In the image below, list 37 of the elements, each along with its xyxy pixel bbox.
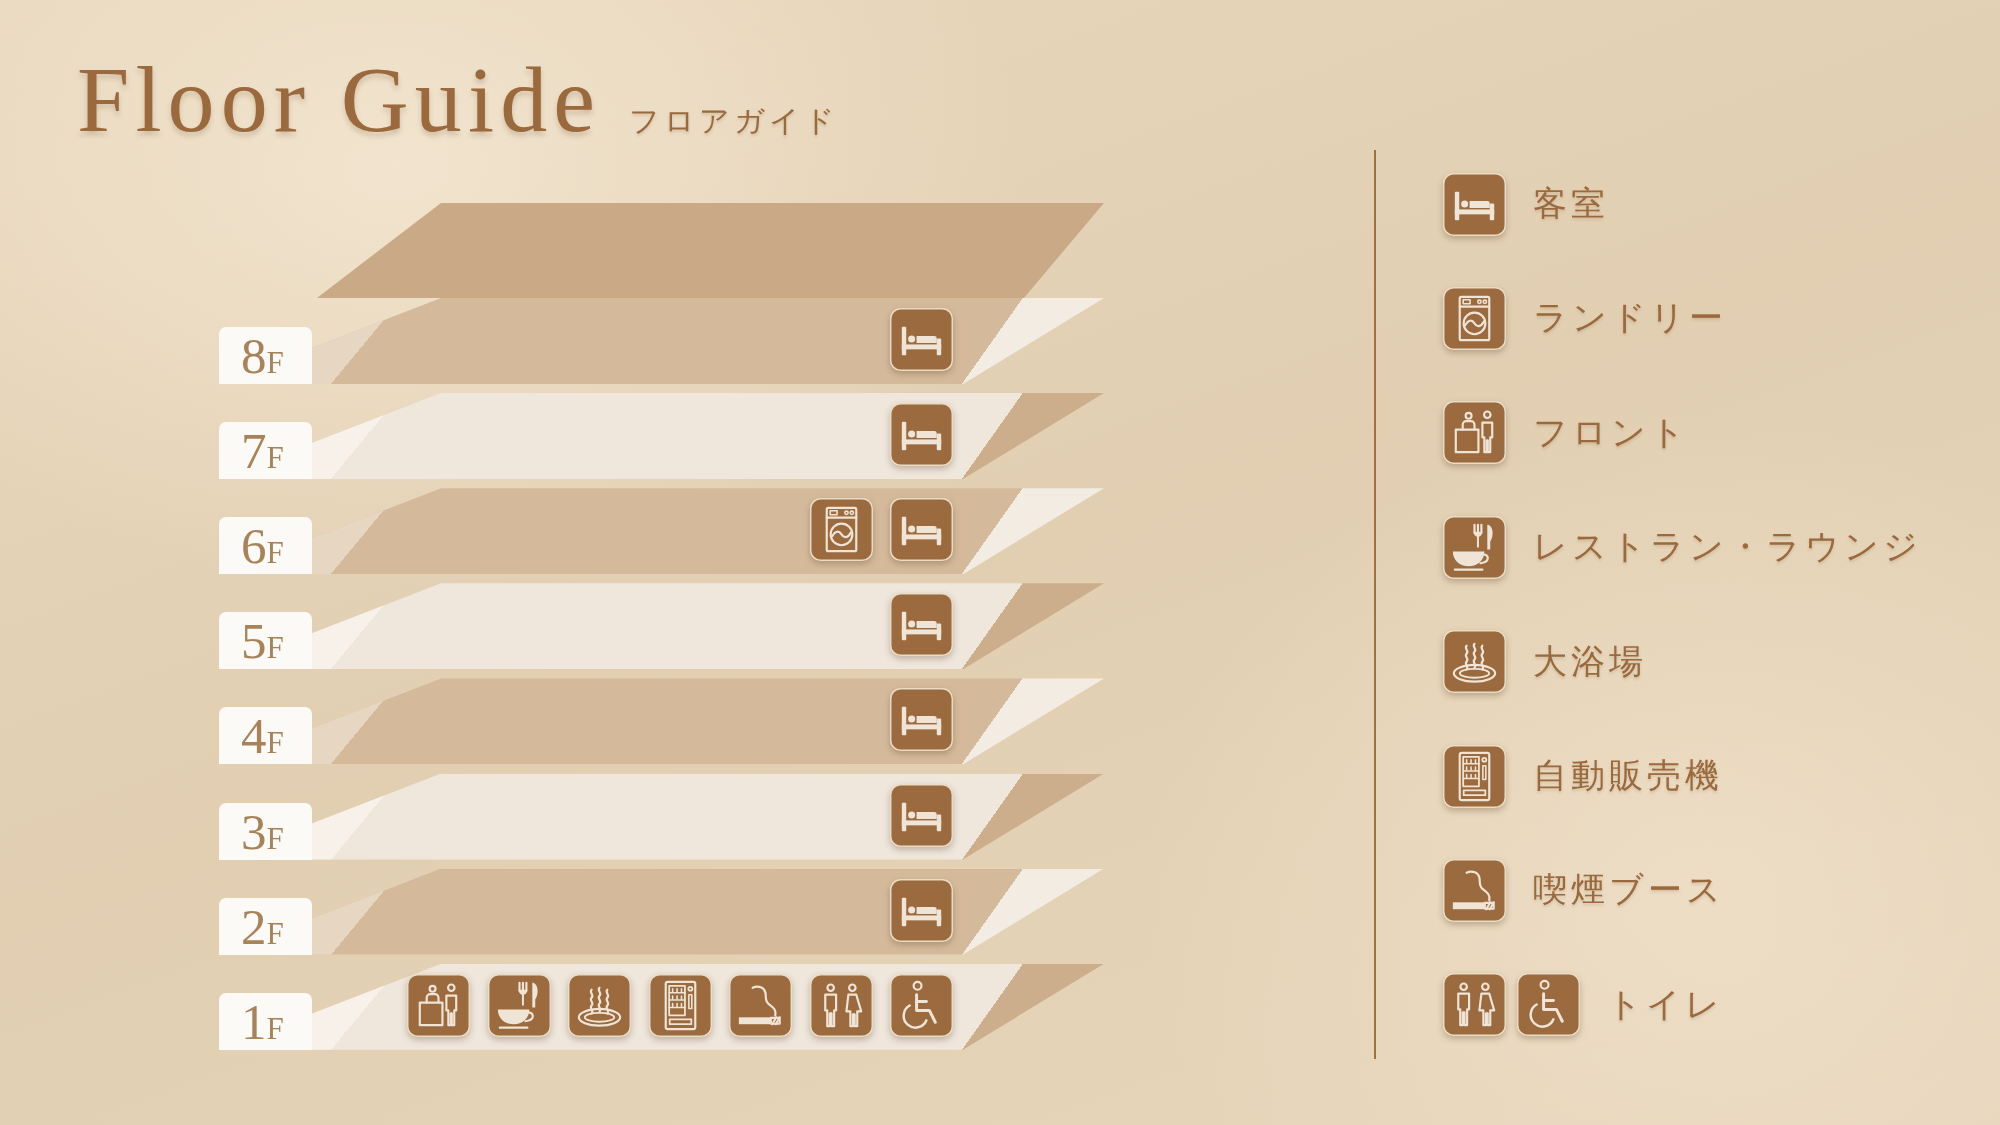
legend-text: 自動販売機: [1533, 756, 1723, 796]
vending-machine-icon: [648, 973, 712, 1037]
floor-label: 5F: [219, 612, 312, 670]
cigarette-icon: [729, 973, 792, 1037]
bed-icon: [890, 498, 953, 562]
legend-text: 大浴場: [1533, 641, 1647, 682]
legend-text: レストラン・ラウンジ: [1533, 527, 1922, 568]
bed-icon: [890, 783, 953, 847]
legend-text: 客室: [1533, 184, 1609, 224]
subtitle: フロアガイド: [629, 103, 840, 139]
bed-icon: [890, 688, 953, 752]
floor-label: 3F: [219, 802, 312, 860]
floor-label: 7F: [219, 422, 312, 480]
hot-spring-icon: [568, 973, 631, 1037]
cup-and-cutlery-icon: [487, 973, 551, 1037]
legend-text: トイレ: [1607, 984, 1724, 1025]
floor-label: 1F: [219, 992, 312, 1050]
legend-text: フロント: [1533, 412, 1689, 453]
reception-desk-icon: [407, 973, 470, 1037]
legend-text: 喫煙ブース: [1533, 870, 1725, 911]
title: Floor Guide: [77, 52, 602, 146]
floor-label: 6F: [219, 517, 312, 575]
wheelchair-icon: [890, 973, 953, 1037]
legend-text: ランドリー: [1533, 298, 1727, 339]
floor-slab: [219, 773, 1104, 860]
floor-slab: [219, 963, 1104, 1050]
restroom-icon: [809, 973, 873, 1037]
bed-icon: [890, 593, 953, 657]
bed-icon: [890, 878, 953, 942]
floor-slab: [219, 393, 1104, 480]
washing-machine-icon: [809, 498, 873, 562]
bed-icon: [890, 403, 953, 467]
floor-label: 8F: [219, 327, 312, 384]
bed-icon: [890, 308, 953, 371]
floor-slab: [219, 583, 1104, 670]
floor-label: 2F: [219, 897, 312, 955]
floor-label: 4F: [219, 707, 312, 765]
